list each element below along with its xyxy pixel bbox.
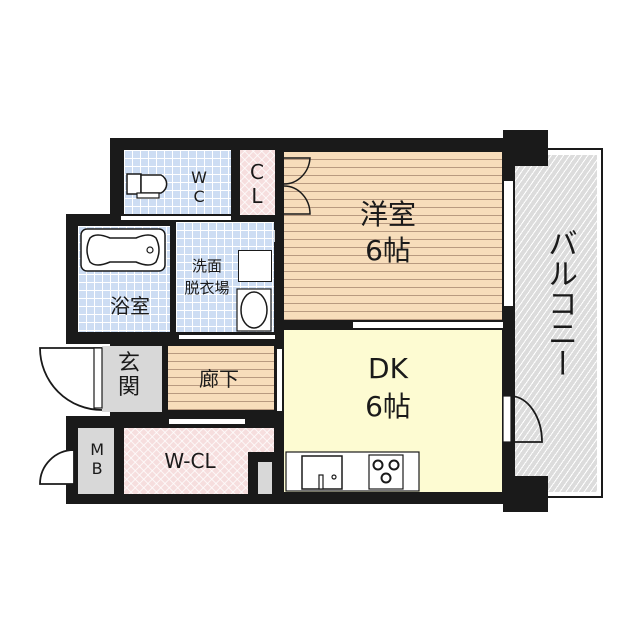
balcony-label: バルコニー: [542, 228, 577, 378]
western-room-label: 洋室: [359, 198, 416, 231]
toilet-icon: [126, 173, 176, 199]
wcl-sliding-door[interactable]: [168, 418, 246, 425]
western-dk-sliding-door[interactable]: [352, 321, 504, 329]
walk-in-closet-label: W-CL: [164, 449, 216, 473]
bathtub-icon: [80, 228, 166, 272]
hallway-dk-door[interactable]: [276, 348, 283, 412]
balcony-pillar-bottom: [503, 476, 548, 512]
balcony-area: [512, 155, 597, 492]
washroom-label-line1: 洗面: [191, 257, 222, 275]
balcony-pillar-top: [503, 130, 548, 166]
washbasin-icon: [236, 288, 272, 332]
closet-double-door[interactable]: [282, 156, 312, 216]
washroom-sliding-door[interactable]: [178, 334, 276, 340]
balcony-door-icon[interactable]: [502, 394, 544, 444]
bathroom-label: 浴室: [110, 294, 150, 318]
entrance-label: 玄関: [117, 351, 140, 401]
washing-machine-icon: [238, 250, 272, 282]
entrance: [102, 346, 162, 412]
dk-size: 6帖: [365, 390, 411, 423]
meter-box: [78, 428, 114, 494]
western-room: [284, 152, 502, 320]
western-room-size: 6帖: [365, 234, 411, 267]
wc-sliding-door[interactable]: [120, 215, 232, 221]
kitchen-counter: [285, 451, 420, 492]
dk-label: DK: [368, 352, 408, 385]
wcl-pillar-inner: [258, 462, 272, 494]
meter-box-label: MB: [87, 440, 107, 478]
hallway-label: 廊下: [199, 367, 239, 391]
closet-room: [240, 150, 275, 215]
hallway: [168, 346, 274, 410]
meter-box-door-icon[interactable]: [38, 448, 76, 486]
western-room-window[interactable]: [503, 180, 514, 307]
wc-label: WC: [189, 168, 209, 206]
closet-label: CL: [245, 160, 269, 208]
entrance-door-icon[interactable]: [38, 346, 104, 412]
washroom-label-line2: 脱衣場: [184, 279, 230, 297]
